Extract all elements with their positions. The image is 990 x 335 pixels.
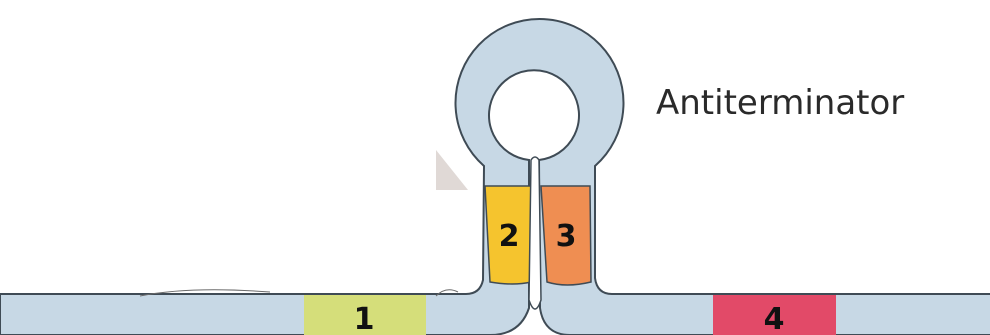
segment-2-label: 2: [499, 219, 520, 254]
segment-4-label: 4: [764, 302, 785, 335]
sketch-mark-right: [435, 289, 459, 297]
antiterminator-label: Antiterminator: [656, 83, 904, 123]
sketch-mark: [139, 289, 271, 297]
white-overlay: [0, 0, 436, 290]
stem-gap: [528, 156, 542, 310]
segment-1-region: [304, 295, 426, 335]
white-overlay-inner: [436, 190, 476, 276]
segment-3-label: 3: [556, 219, 577, 254]
rna-hairpin: [0, 17, 990, 335]
background-remnant: [436, 150, 468, 190]
segment-1-label: 1: [354, 302, 375, 335]
segment-3-region: [540, 185, 592, 286]
segment-4-region: [713, 295, 836, 335]
